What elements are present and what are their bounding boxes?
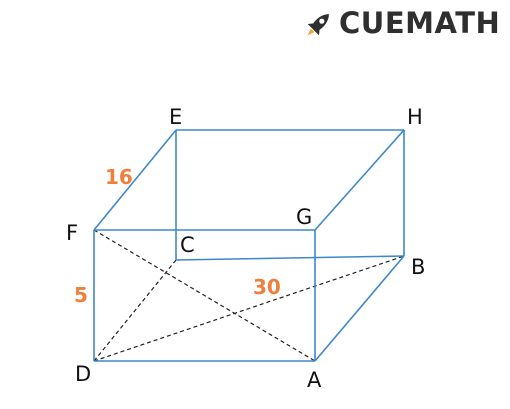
vertex-label-D: D <box>75 362 91 386</box>
measurement-labels: 16 5 30 <box>74 165 281 307</box>
edge-FE <box>93 129 177 231</box>
brand-name: CUEMATH <box>339 6 500 40</box>
diagonals <box>93 229 405 362</box>
prism-edges <box>93 129 405 362</box>
vertex-label-E: E <box>169 105 182 129</box>
edge-AB <box>314 255 405 362</box>
brand-logo: CUEMATH <box>307 6 500 40</box>
diagonal-DB <box>93 255 405 362</box>
measure-label-diagonal: 30 <box>253 275 281 299</box>
vertex-label-C: C <box>180 233 195 257</box>
rocket-icon <box>307 14 329 36</box>
vertex-label-F: F <box>66 221 78 245</box>
vertex-label-G: G <box>296 205 312 229</box>
vertex-labels: E H F G C B D A <box>66 105 425 392</box>
vertex-label-B: B <box>411 255 425 279</box>
diagonal-DC <box>93 259 177 362</box>
vertex-label-H: H <box>407 105 423 129</box>
edge-BC <box>175 255 405 261</box>
edge-GH <box>314 129 405 231</box>
measure-label-FD: 5 <box>74 283 88 307</box>
measure-label-FE: 16 <box>105 165 133 189</box>
vertex-label-A: A <box>307 368 322 392</box>
diagonal-FA <box>93 229 316 362</box>
